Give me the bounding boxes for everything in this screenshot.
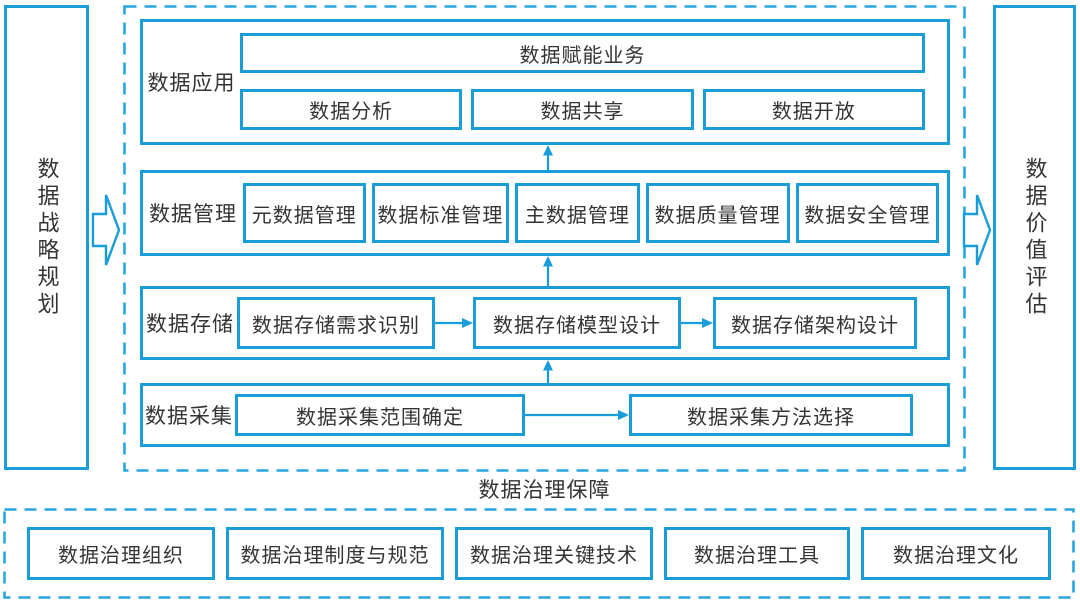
panel-data-strategy-planning-label: 数据战略规划	[34, 156, 60, 319]
box-governance-organization: 数据治理组织	[27, 527, 215, 580]
box-governance-tools: 数据治理工具	[664, 527, 850, 580]
box-storage-requirement-identification: 数据存储需求识别	[237, 297, 435, 349]
arrow-up-icon	[543, 145, 553, 170]
box-data-security-management: 数据安全管理	[795, 183, 939, 243]
box-collection-scope-determination: 数据采集范围确定	[235, 394, 525, 436]
arrow-right-icon	[525, 410, 629, 420]
layer-data-management-label: 数据管理	[149, 202, 237, 226]
layer-data-storage-label: 数据存储	[146, 312, 234, 336]
layer-data-collection: 数据采集 数据采集范围确定 数据采集方法选择	[140, 383, 950, 447]
block-arrow-right-icon	[962, 194, 992, 266]
arrow-up-icon	[543, 256, 553, 286]
support-band: 数据治理组织 数据治理制度与规范 数据治理关键技术 数据治理工具 数据治理文化	[3, 508, 1075, 599]
box-data-sharing: 数据共享	[471, 89, 694, 130]
layer-data-collection-label: 数据采集	[145, 404, 233, 428]
box-master-data-management: 主数据管理	[515, 183, 640, 243]
box-data-opening: 数据开放	[702, 89, 925, 130]
box-governance-rules-and-standards: 数据治理制度与规范	[226, 527, 444, 580]
arrow-right-icon	[681, 318, 713, 328]
box-metadata-management: 元数据管理	[243, 183, 366, 243]
layer-data-application: 数据应用 数据赋能业务 数据分析 数据共享 数据开放	[140, 19, 950, 145]
box-data-quality-management: 数据质量管理	[645, 183, 790, 243]
box-data-empower-business: 数据赋能业务	[240, 33, 925, 73]
box-governance-culture: 数据治理文化	[861, 527, 1051, 580]
block-arrow-right-icon	[91, 194, 121, 266]
panel-data-value-evaluation: 数据价值评估	[993, 5, 1076, 470]
panel-data-value-evaluation-label: 数据价值评估	[1022, 156, 1048, 319]
box-governance-key-technology: 数据治理关键技术	[455, 527, 653, 580]
support-band-label: 数据治理保障	[478, 478, 611, 502]
layer-data-application-label: 数据应用	[147, 71, 236, 95]
arrow-up-icon	[543, 360, 553, 383]
box-storage-architecture-design: 数据存储架构设计	[713, 297, 917, 349]
arrow-right-icon	[435, 318, 473, 328]
box-data-analysis: 数据分析	[240, 89, 463, 130]
panel-data-strategy-planning: 数据战略规划	[4, 5, 89, 470]
layer-data-storage: 数据存储 数据存储需求识别 数据存储模型设计 数据存储架构设计	[140, 286, 950, 360]
box-storage-model-design: 数据存储模型设计	[473, 297, 681, 349]
box-data-standard-management: 数据标准管理	[371, 183, 510, 243]
support-dashed-border	[3, 508, 1075, 599]
layer-data-management: 数据管理 元数据管理 数据标准管理 主数据管理 数据质量管理 数据安全管理	[140, 170, 950, 256]
box-collection-method-selection: 数据采集方法选择	[629, 394, 913, 436]
